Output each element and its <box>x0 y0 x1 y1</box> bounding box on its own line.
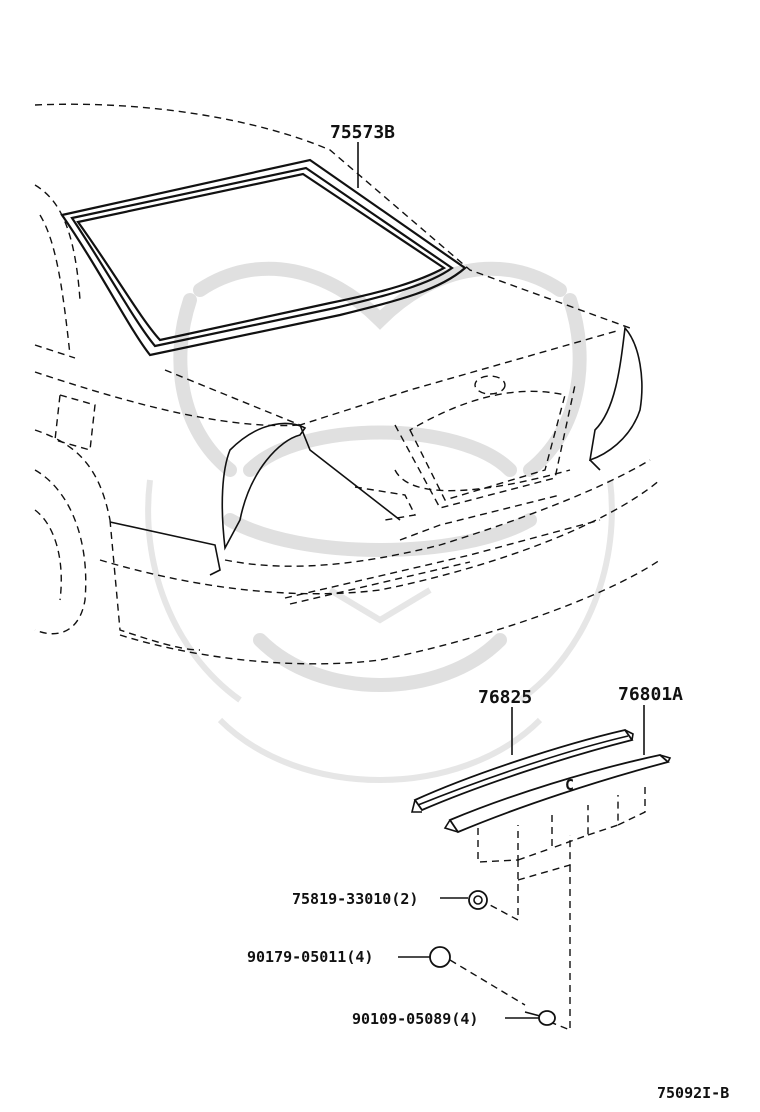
leader-lines <box>357 142 645 755</box>
label-90179-05011: 90179-05011(4) <box>247 948 373 966</box>
rear-window-weatherstrip <box>60 158 467 357</box>
label-76801A: 76801A <box>618 684 683 705</box>
label-76825: 76825 <box>478 687 532 708</box>
label-90109-05089: 90109-05089(4) <box>352 1010 478 1028</box>
tail-lamps <box>109 326 643 576</box>
fastener-clip-75819 <box>440 890 488 910</box>
label-75819-33010: 75819-33010(2) <box>292 890 418 908</box>
car-body <box>34 103 661 665</box>
fastener-screw-90109 <box>505 1010 556 1026</box>
diagram-reference: 75092I-B <box>657 1084 729 1102</box>
label-75573B: 75573B <box>330 122 395 143</box>
garnish-mark: C <box>565 776 574 794</box>
watermark-logo <box>145 261 615 783</box>
fastener-clip-90179 <box>398 946 451 968</box>
moulding-part <box>410 728 634 813</box>
garnish-part <box>443 754 672 834</box>
